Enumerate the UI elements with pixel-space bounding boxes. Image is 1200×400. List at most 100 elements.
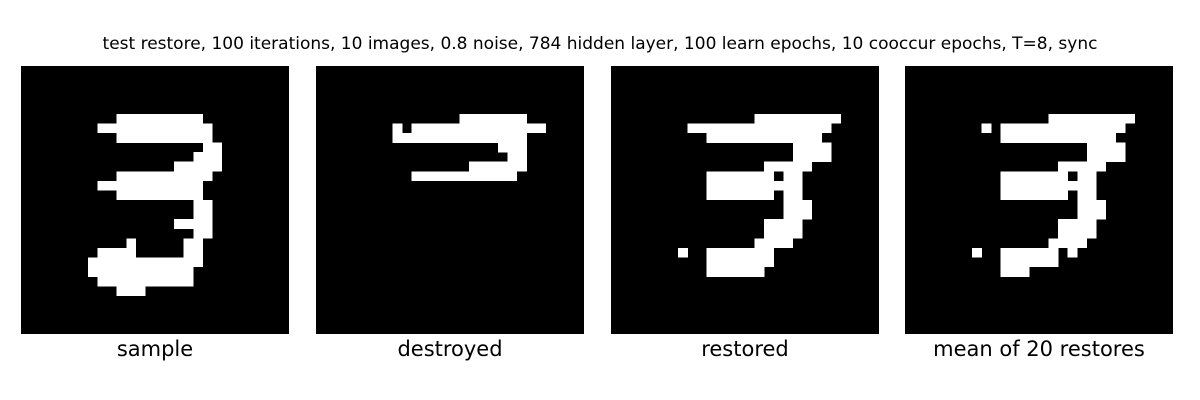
digit-pixel — [1039, 247, 1049, 258]
digit-pixel — [792, 219, 803, 229]
digit-pixel — [1067, 123, 1078, 134]
digit-pixel — [469, 161, 479, 172]
digit-pixel — [1096, 113, 1107, 124]
digit-pixel — [202, 152, 213, 162]
digit-pixel — [183, 257, 194, 268]
digit-pixel — [783, 133, 794, 143]
digit-pixel — [1077, 180, 1088, 191]
digit-pixel — [202, 228, 213, 239]
digit-pixel — [126, 180, 137, 191]
digit-pixel — [478, 113, 489, 124]
digit-pixel — [764, 113, 774, 124]
mean-restores-digit-image — [905, 66, 1173, 334]
digit-pixel — [783, 113, 794, 124]
digit-pixel — [145, 257, 156, 268]
digit-pixel — [745, 171, 755, 182]
digit-pixel — [1106, 152, 1116, 162]
digit-pixel — [517, 142, 527, 153]
digit-pixel — [1000, 190, 1011, 201]
digit-pixel — [421, 123, 432, 134]
digit-pixel — [116, 123, 127, 134]
digit-pixel — [783, 123, 794, 134]
digit-pixel — [459, 113, 470, 124]
digit-pixel — [773, 180, 784, 191]
digit-pixel — [88, 257, 98, 268]
digit-pixel — [107, 123, 117, 134]
digit-pixel — [507, 171, 518, 182]
digit-pixel — [1000, 247, 1011, 258]
digit-pixel — [745, 247, 755, 258]
digit-pixel — [517, 113, 527, 124]
digit-pixel — [202, 142, 213, 153]
digit-pixel — [145, 133, 156, 143]
digit-pixel — [783, 171, 794, 182]
panel-restored: restored — [611, 66, 879, 361]
digit-pixel — [1067, 133, 1078, 143]
digit-pixel — [745, 133, 755, 143]
digit-pixel — [1106, 113, 1116, 124]
digit-pixel — [126, 276, 137, 287]
digit-pixel — [174, 133, 184, 143]
digit-pixel — [430, 171, 441, 182]
digit-pixel — [430, 133, 441, 143]
digit-pixel — [135, 286, 146, 296]
digit-pixel — [421, 133, 432, 143]
digit-pixel — [459, 123, 470, 134]
figure-title: test restore, 100 iterations, 10 images,… — [102, 34, 1098, 54]
digit-pixel — [1010, 171, 1021, 182]
digit-pixel — [164, 180, 175, 191]
digit-pixel — [497, 113, 508, 124]
digit-pixel — [164, 123, 175, 134]
digit-pixel — [469, 113, 479, 124]
digit-pixel — [792, 142, 803, 153]
digit-pixel — [1077, 228, 1088, 239]
digit-pixel — [402, 133, 412, 143]
digit-pixel — [783, 190, 794, 201]
digit-pixel — [773, 238, 784, 249]
digit-pixel — [802, 209, 813, 220]
digit-pixel — [725, 257, 736, 268]
digit-pixel — [135, 267, 146, 277]
digit-pixel — [126, 113, 137, 124]
digit-pixel — [1096, 209, 1107, 220]
digit-pixel — [183, 247, 194, 258]
digit-pixel — [193, 200, 204, 210]
digit-pixel — [126, 133, 137, 143]
digit-pixel — [1077, 219, 1088, 229]
digit-pixel — [116, 286, 127, 296]
digit-pixel — [507, 113, 518, 124]
digit-pixel — [764, 133, 774, 143]
digit-pixel — [802, 133, 813, 143]
digit-pixel — [1019, 180, 1030, 191]
digit-pixel — [706, 247, 717, 258]
digit-pixel — [1115, 113, 1126, 124]
digit-pixel — [1029, 257, 1040, 268]
digit-pixel — [440, 123, 451, 134]
digit-pixel — [821, 142, 832, 153]
digit-pixel — [1000, 267, 1011, 277]
digit-pixel — [773, 161, 784, 172]
digit-pixel — [411, 133, 422, 143]
digit-pixel — [459, 133, 470, 143]
panel-mean-restores: mean of 20 restores — [905, 66, 1173, 361]
digit-pixel — [1000, 123, 1011, 134]
digit-pixel — [1039, 133, 1049, 143]
digit-pixel — [126, 238, 137, 249]
digit-pixel — [764, 257, 774, 268]
digit-pixel — [155, 133, 165, 143]
digit-pixel — [1058, 190, 1068, 201]
digit-pixel — [764, 228, 774, 239]
digit-pixel — [507, 161, 518, 172]
digit-pixel — [1029, 123, 1040, 134]
digit-pixel — [706, 133, 717, 143]
digit-pixel — [725, 180, 736, 191]
digit-pixel — [792, 123, 803, 134]
digit-pixel — [164, 257, 175, 268]
digit-pixel — [469, 133, 479, 143]
digit-pixel — [212, 152, 223, 162]
digit-pixel — [764, 247, 774, 258]
digit-pixel — [745, 123, 755, 134]
digit-pixel — [145, 113, 156, 124]
digit-pixel — [116, 180, 127, 191]
digit-pixel — [1048, 190, 1059, 201]
